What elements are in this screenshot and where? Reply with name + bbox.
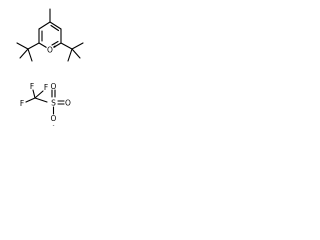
tbu-right-methyl-1 bbox=[71, 42, 84, 50]
oxygen-right-label: O bbox=[65, 99, 71, 108]
ring-oxygen-background bbox=[46, 45, 54, 54]
tbu-right-attach-bond bbox=[60, 42, 73, 50]
ring-double-bond-c6-o bbox=[51, 40, 59, 46]
carbon-sulfur-bond bbox=[34, 97, 48, 103]
cf3-fluorine-left-bond bbox=[25, 97, 36, 103]
ring-oxygen-label: O bbox=[47, 46, 53, 55]
triflate-anion: F F F S O O O - bbox=[20, 82, 71, 129]
tbu-left-attach-bond bbox=[27, 42, 40, 50]
oxygen-bottom-label: O bbox=[51, 114, 57, 123]
tbu-right-methyl-3 bbox=[67, 48, 73, 62]
ring-oxygen: O + bbox=[46, 44, 57, 55]
ring-bond-c3-c4 bbox=[38, 21, 51, 30]
tert-butyl-left bbox=[16, 42, 40, 62]
pyrylium-cation: O + bbox=[16, 8, 84, 62]
cf3-fluorine-top-right-bond bbox=[34, 90, 44, 99]
cf3-fluorine-top-left-bond bbox=[32, 89, 36, 99]
ring-double-bond-c4-c5 bbox=[50, 24, 60, 32]
tert-butyl-right bbox=[60, 42, 84, 62]
fluorine-left-label: F bbox=[20, 99, 24, 108]
sulfur-label: S bbox=[51, 99, 56, 108]
ring-oxygen-charge: + bbox=[53, 44, 57, 50]
tbu-left-methyl-2 bbox=[19, 48, 29, 59]
fluorine-top-left-label: F bbox=[30, 82, 34, 91]
chemical-structure: O + F F F S bbox=[16, 8, 84, 129]
fluorine-top-right-label: F bbox=[44, 83, 48, 92]
oxygen-bottom-charge: - bbox=[53, 123, 55, 129]
ring-bond-c4-c5 bbox=[49, 21, 62, 30]
tbu-right-methyl-2 bbox=[71, 48, 81, 59]
tbu-left-methyl-1 bbox=[16, 42, 29, 50]
oxygen-top-label: O bbox=[51, 82, 57, 91]
tbu-left-methyl-3 bbox=[27, 48, 33, 62]
